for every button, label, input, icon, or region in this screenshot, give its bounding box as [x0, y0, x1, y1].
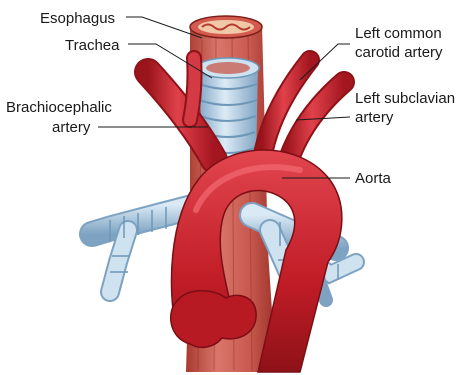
label-left-subclavian-line1: Left subclavian — [355, 90, 455, 107]
label-esophagus: Esophagus — [40, 10, 202, 38]
label-left-common-carotid: Left common carotid artery — [300, 25, 443, 80]
label-brachiocephalic-line2: artery — [52, 119, 91, 136]
label-esophagus-text: Esophagus — [40, 10, 115, 27]
label-left-common-carotid-line1: Left common — [355, 25, 442, 42]
label-brachiocephalic-line1: Brachiocephalic — [6, 99, 112, 116]
label-trachea-text: Trachea — [65, 37, 120, 54]
label-left-subclavian-line2: artery — [355, 109, 394, 126]
label-left-common-carotid-line2: carotid artery — [355, 44, 443, 61]
label-aorta-text: Aorta — [355, 170, 392, 187]
